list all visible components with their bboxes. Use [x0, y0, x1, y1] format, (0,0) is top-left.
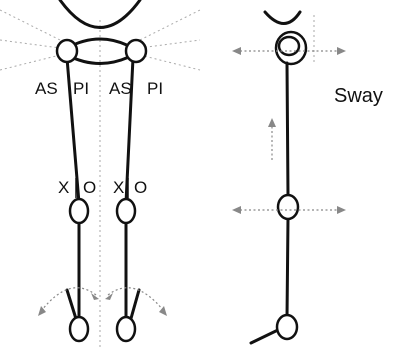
- side-thigh: [285, 61, 290, 198]
- side-torso-outline: [263, 10, 302, 25]
- front-right-foot: [128, 288, 141, 324]
- front-right-hip-joint: [124, 38, 148, 64]
- side-sway-arrows-knee: [232, 206, 346, 214]
- front-left-ankle-joint: [68, 315, 90, 343]
- front-right-knee-joint: [115, 197, 137, 225]
- side-vertical-arrow: [268, 118, 276, 160]
- front-torso-outline: [58, 0, 142, 29]
- label-sway: Sway: [334, 85, 383, 107]
- front-guide-lines: [0, 9, 201, 347]
- label-right-as: AS: [109, 79, 132, 98]
- label-left-x: X: [58, 178, 69, 197]
- label-right-x: X: [113, 178, 124, 197]
- side-knee-joint: [276, 193, 300, 221]
- side-shin: [285, 216, 290, 320]
- front-right-ankle-joint: [115, 315, 137, 343]
- label-right-pi: PI: [147, 79, 163, 98]
- label-left-pi: PI: [73, 79, 89, 98]
- side-ankle-joint: [275, 313, 299, 341]
- front-left-knee-joint: [68, 197, 90, 225]
- front-right-thigh: [124, 56, 135, 205]
- label-left-o: O: [83, 178, 96, 197]
- side-foot: [249, 327, 282, 345]
- side-sway-arrows-pelvis: [232, 47, 346, 55]
- front-left-hip-joint: [55, 38, 79, 64]
- side-pelvis-inner: [277, 35, 301, 57]
- front-foot-rotation-arrows: [38, 287, 167, 316]
- front-left-thigh: [65, 56, 81, 205]
- label-right-o: O: [134, 178, 147, 197]
- label-left-as: AS: [35, 79, 58, 98]
